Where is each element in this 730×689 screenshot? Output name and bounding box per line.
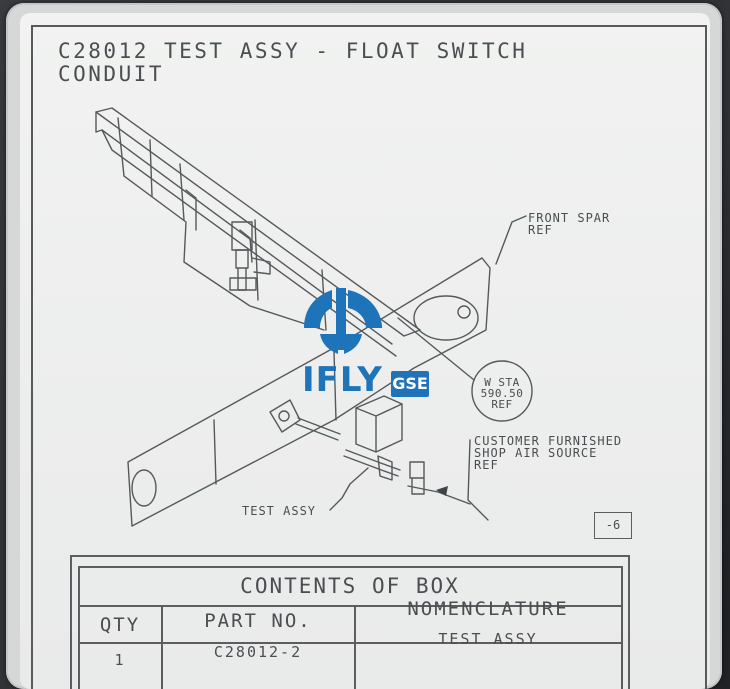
- float-switch-body: [231, 221, 253, 251]
- customer-label-2: SHOP AIR SOURCE: [474, 446, 598, 460]
- row-qty: 1: [114, 651, 126, 669]
- front-spar-ref: REF: [528, 223, 553, 237]
- station-callout-circle: [471, 360, 533, 422]
- station-leader: [397, 317, 475, 381]
- pressure-regulator: [407, 461, 439, 495]
- ifly-logo-mark: [304, 288, 382, 354]
- spar-beam-lower-edge: [101, 129, 397, 357]
- panel-hole-right: [413, 295, 479, 341]
- front-spar-label: FRONT SPAR: [528, 211, 611, 225]
- spar-web-1: [117, 117, 185, 221]
- customer-air-callout: CUSTOMER FURNISHED SHOP AIR SOURCE REF: [474, 435, 622, 471]
- table-heading: CONTENTS OF BOX: [240, 574, 460, 598]
- test-assy-leader: [329, 467, 369, 511]
- row-part-no: C28012-2: [213, 643, 303, 661]
- test-assy-callout: TEST ASSY: [242, 504, 317, 518]
- panel-hole-left: [131, 469, 157, 507]
- panel-small-hole: [457, 305, 471, 319]
- drawing-title: C28012 TEST ASSY - FLOAT SWITCH CONDUIT: [58, 40, 527, 86]
- logo-brand: IFLY: [302, 360, 383, 400]
- column-header-nomenclature: NOMENCLATURE: [407, 598, 569, 620]
- mounting-flange: [269, 399, 301, 433]
- column-header-part-no: PART NO.: [204, 610, 312, 632]
- flange-bolt: [278, 410, 290, 422]
- station-value: 590.50: [480, 387, 524, 400]
- front-spar-leader: [495, 215, 527, 265]
- logo-suffix: GSE: [391, 371, 429, 397]
- float-switch-fitting: [251, 257, 271, 275]
- front-spar-callout: FRONT SPAR REF: [528, 212, 610, 236]
- test-assy-valve: [377, 455, 393, 481]
- column-header-qty: QTY: [99, 614, 141, 636]
- tube-1: [295, 417, 341, 441]
- drawing-sheet: [20, 13, 710, 689]
- float-switch-nut: [229, 277, 257, 291]
- spar-rib: [185, 189, 253, 263]
- station-label: W STA: [484, 376, 520, 389]
- drawing-title-line-1: C28012 TEST ASSY - FLOAT SWITCH: [58, 39, 528, 63]
- sheet-number: -6: [594, 512, 632, 539]
- float-switch-cap: [235, 249, 249, 291]
- customer-ref: REF: [474, 458, 499, 472]
- drawing-border: [31, 25, 707, 689]
- row-nomenclature: TEST ASSY: [438, 630, 538, 648]
- drawing-title-line-2: CONDUIT: [58, 62, 165, 86]
- air-source-line: [467, 439, 489, 521]
- lower-panel-seam: [213, 351, 337, 485]
- station-ref: REF: [491, 398, 513, 411]
- customer-label-1: CUSTOMER FURNISHED: [474, 434, 623, 448]
- spar-flange: [123, 175, 325, 331]
- conduit-box: [355, 395, 403, 453]
- station-callout: W STA 590.50 REF: [476, 377, 528, 410]
- arrowhead: [436, 486, 448, 496]
